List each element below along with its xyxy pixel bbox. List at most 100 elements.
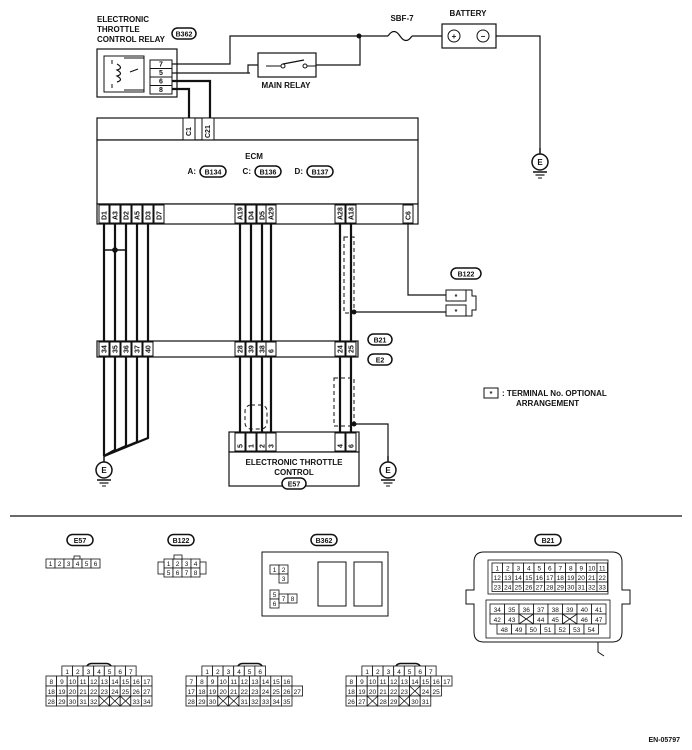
battery-ground-icon: E — [531, 147, 549, 179]
terminal-cell: 34 — [494, 607, 502, 614]
terminal-cell: 30 — [567, 585, 575, 592]
terminal-cell: 8 — [49, 679, 53, 686]
terminal-cell: 4 — [397, 669, 401, 676]
relay-pin-6: 6 — [159, 79, 163, 86]
terminal-cell: 28 — [379, 699, 387, 706]
terminal-cell: 3 — [87, 669, 91, 676]
terminal-cell: 27 — [143, 689, 151, 696]
terminal-cell: 3 — [516, 566, 520, 573]
terminal-cell: 46 — [581, 617, 589, 624]
b21-pin: 24 — [338, 345, 345, 353]
terminal-cell: 27 — [294, 689, 302, 696]
terminal-cell: 34 — [143, 699, 151, 706]
ecm-pin: A19 — [238, 207, 245, 220]
terminal-cell: 37 — [537, 607, 545, 614]
svg-text:C:: C: — [243, 167, 251, 176]
terminal-cell: 25 — [432, 689, 440, 696]
terminal-cell: 29 — [557, 585, 565, 592]
ecm-pin: D4 — [249, 211, 256, 220]
etc-pin: 6 — [349, 444, 356, 448]
terminal-cell: 35 — [508, 607, 516, 614]
b21-pin: 34 — [102, 345, 109, 353]
terminal-cell: 9 — [60, 679, 64, 686]
svg-text:ELECTRONIC: ELECTRONIC — [97, 15, 149, 24]
terminal-cell: 10 — [219, 679, 227, 686]
terminal-cell: 7 — [129, 669, 133, 676]
terminal-cell: 3 — [185, 561, 189, 568]
terminal-cell: 3 — [387, 669, 391, 676]
etc-pin: 2 — [260, 444, 267, 448]
terminal-cell: 8 — [200, 679, 204, 686]
terminal-cell: 21 — [79, 689, 87, 696]
terminal-cell: 20 — [69, 689, 77, 696]
terminal-cell: 21 — [379, 689, 387, 696]
battery: BATTERY + − — [441, 9, 541, 148]
svg-text:E: E — [385, 466, 391, 475]
terminal-cell: 19 — [58, 689, 66, 696]
relay-pin-8: 8 — [159, 87, 163, 94]
b21-pin: 25 — [349, 345, 356, 353]
terminal-cell: 25 — [122, 689, 130, 696]
terminal-cell: 52 — [559, 627, 567, 634]
terminal-cell: 13 — [101, 679, 109, 686]
connector-badge: B362 — [316, 538, 333, 545]
etc-pin: 5 — [238, 444, 245, 448]
ecm-pin: A18 — [349, 207, 356, 220]
terminal-cell: 10 — [369, 679, 377, 686]
main-relay-label: MAIN RELAY — [261, 81, 311, 90]
terminal-cell: 11 — [80, 679, 87, 686]
terminal-cell: 17 — [443, 679, 451, 686]
terminal-cell: 7 — [558, 566, 562, 573]
terminal-cell: 8 — [569, 566, 573, 573]
terminal-cell: 31 — [241, 699, 249, 706]
terminal-cell: 24 — [111, 689, 119, 696]
terminal-cell: 24 — [262, 689, 270, 696]
terminal-cell: 4 — [237, 669, 241, 676]
terminal-cell: 2 — [282, 567, 286, 574]
connector-badge: B21 — [542, 538, 555, 545]
terminal-cell: 31 — [578, 585, 586, 592]
svg-text:ARRANGEMENT: ARRANGEMENT — [516, 399, 579, 408]
electronic-throttle-control: ELECTRONIC THROTTLE CONTROL E57 — [228, 431, 360, 490]
terminal-cell: 12 — [494, 575, 502, 582]
terminal-cell: 47 — [595, 617, 603, 624]
terminal-cell: 2 — [506, 566, 510, 573]
terminal-cell: 11 — [380, 679, 387, 686]
terminal-cell: 1 — [65, 669, 69, 676]
terminal-cell: 23 — [251, 689, 259, 696]
terminal-cell: 27 — [536, 585, 544, 592]
terminal-cell: 9 — [579, 566, 583, 573]
terminal-cell: 8 — [194, 570, 198, 577]
terminal-cell: 29 — [198, 699, 206, 706]
terminal-cell: 42 — [494, 617, 502, 624]
ecm-conn-d: B137 — [312, 170, 329, 177]
svg-text:ELECTRONIC THROTTLE: ELECTRONIC THROTTLE — [246, 458, 344, 467]
terminal-cell: 1 — [49, 561, 53, 568]
svg-text:*: * — [455, 294, 458, 301]
terminal-cell: 5 — [408, 669, 412, 676]
terminal-cell: 4 — [194, 561, 198, 568]
terminal-cell: 2 — [216, 669, 220, 676]
terminal-cell: 21 — [230, 689, 238, 696]
etc-pin: 1 — [249, 444, 256, 448]
terminal-cell: 36 — [523, 607, 531, 614]
terminal-cell: 44 — [537, 617, 545, 624]
terminal-cell: 6 — [418, 669, 422, 676]
terminal-cell: 13 — [251, 679, 259, 686]
ecm-b21-wires — [102, 224, 353, 341]
terminal-cell: 3 — [282, 576, 286, 583]
terminal-cell: 3 — [67, 561, 71, 568]
terminal-cell: 9 — [360, 679, 364, 686]
terminal-cell: 13 — [504, 575, 512, 582]
terminal-cell: 32 — [90, 699, 98, 706]
terminal-cell: 5 — [248, 669, 252, 676]
terminal-cell: 2 — [376, 669, 380, 676]
relay-pin-5: 5 — [159, 70, 163, 77]
terminal-cell: 24 — [504, 585, 512, 592]
terminal-cell: 26 — [132, 689, 140, 696]
terminal-cell: 14 — [262, 679, 270, 686]
svg-text:E: E — [537, 158, 543, 167]
terminal-cell: 16 — [432, 679, 440, 686]
